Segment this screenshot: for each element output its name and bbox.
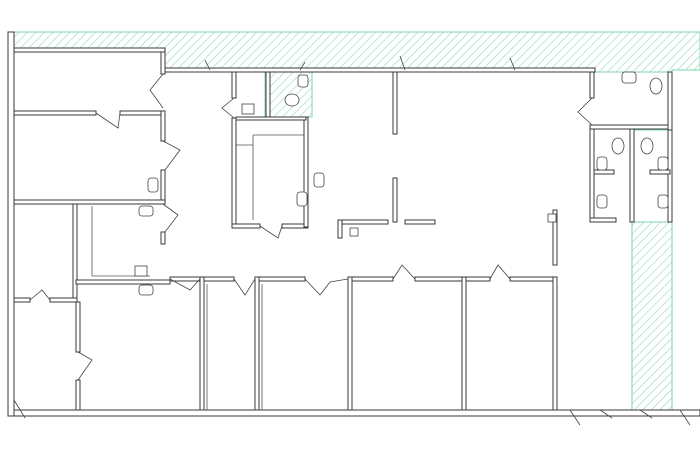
wall [49, 297, 78, 303]
door-swing [577, 97, 593, 126]
wall [589, 124, 595, 223]
wall [629, 128, 635, 223]
sink-icon [621, 71, 637, 84]
wall [509, 276, 558, 282]
door-swing [77, 351, 93, 381]
wall [667, 71, 673, 131]
sink-icon [657, 194, 669, 209]
wall [303, 116, 309, 228]
wall [13, 297, 31, 303]
wall [235, 116, 307, 121]
door-swing [489, 264, 511, 280]
sink-icon [296, 191, 308, 207]
door-swing [162, 203, 179, 233]
wall [589, 71, 595, 99]
sink-icon [596, 156, 608, 171]
toilet-icon [611, 137, 625, 155]
wall [337, 219, 389, 225]
door-swing [233, 278, 256, 296]
door-swing [204, 55, 516, 71]
door-swing [29, 289, 51, 301]
walls [7, 31, 700, 417]
wall [231, 223, 261, 229]
sink-icon [138, 284, 154, 296]
wall [231, 71, 237, 99]
wall [13, 47, 166, 53]
wall [552, 276, 558, 411]
wall [203, 276, 235, 282]
column-icon [349, 227, 359, 237]
sink-icon [147, 177, 159, 193]
wall [160, 51, 166, 75]
wall [254, 276, 260, 411]
wall [160, 231, 166, 245]
counter-icon [241, 103, 255, 115]
wall [667, 129, 673, 223]
door-swing [95, 112, 121, 129]
wall [404, 219, 436, 225]
wall [347, 276, 353, 411]
door-swing [304, 278, 349, 296]
wall [254, 276, 306, 282]
door-swing [162, 140, 181, 171]
sink-icon [657, 156, 669, 171]
wall [461, 276, 467, 411]
outer-wall-bottom [13, 409, 700, 417]
wall [347, 276, 394, 282]
wall [337, 219, 343, 239]
wall [75, 301, 81, 353]
sink-icon [138, 205, 154, 217]
wall [649, 169, 671, 175]
wall [199, 276, 205, 411]
column-icon [547, 213, 557, 223]
counter-icon [134, 265, 148, 277]
wall [164, 67, 596, 73]
doors [13, 55, 691, 426]
wall [160, 110, 166, 142]
wall [589, 217, 617, 223]
wall [392, 71, 398, 135]
door-swing [149, 73, 164, 109]
wall [589, 124, 673, 130]
toilet-icon [649, 77, 663, 95]
door-swing [13, 399, 691, 426]
wall [593, 169, 615, 175]
toilet-icon [640, 137, 654, 155]
toilet-icon [284, 93, 300, 107]
wall [265, 71, 271, 118]
fixtures [134, 71, 669, 296]
wall [72, 203, 78, 301]
door-swing [221, 97, 235, 119]
door-swing [392, 264, 416, 280]
sink-icon [313, 172, 325, 188]
wall [75, 379, 81, 411]
door-swing [259, 225, 283, 239]
wall [414, 276, 491, 282]
wall [75, 279, 171, 285]
sink-icon [596, 194, 608, 209]
wall [119, 110, 166, 116]
wall [169, 276, 201, 282]
wall [552, 209, 558, 266]
wall [13, 110, 97, 116]
wall [160, 169, 166, 205]
door-swing [169, 278, 201, 291]
wall [231, 117, 237, 227]
wall [13, 199, 166, 205]
outer-wall-left [7, 31, 15, 417]
wall [392, 177, 398, 223]
sink-icon [297, 74, 309, 88]
